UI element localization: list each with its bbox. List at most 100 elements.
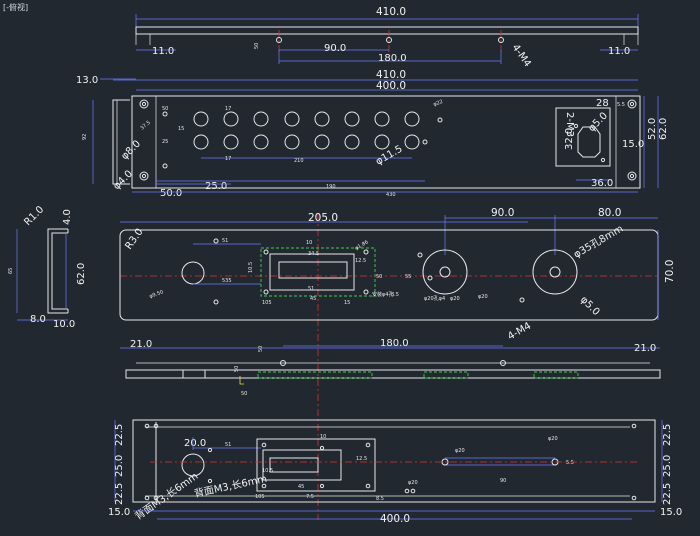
- dim-right-height-52: 52.0: [647, 118, 658, 140]
- side-profile-view: R1.0 4.0 62.0 65 8.0 10.0: [8, 204, 87, 330]
- dim-left-65: 65: [8, 268, 14, 274]
- dim-small-51b: 51: [308, 286, 314, 292]
- dim-small-190: 190: [326, 184, 336, 190]
- dim-offset-205: 205.0: [308, 212, 338, 224]
- bottom-panel-component-outline: [256, 438, 376, 492]
- top-strip-body: [135, 26, 639, 35]
- dim-small-535: 535: [222, 278, 232, 284]
- dim-spacing-25: 25.0: [205, 181, 227, 192]
- dim-window-bottom-36: 36.0: [591, 178, 613, 189]
- bottom-panel-view: 22.5 25.0 22.5 22.5 25.0 22.5 20.0 51 10…: [108, 419, 682, 525]
- dim-hole-dia-11-5: φ11.5: [374, 144, 405, 168]
- component-outline: [257, 371, 373, 379]
- bottom-panel-slot-hole: [441, 458, 449, 466]
- dim-overall-400: 400.0: [380, 513, 410, 525]
- dim-small-51: 51: [222, 238, 228, 244]
- top-strip-hole: [386, 37, 392, 43]
- dim-small-50a: 50: [258, 346, 264, 352]
- dim-hole-dia-5: φ5.0: [578, 294, 602, 318]
- dim-small-7-5: 7.5: [306, 494, 314, 500]
- dim-outer-410: 410.0: [376, 69, 406, 81]
- side-profile-outline: [47, 228, 68, 314]
- dim-small-8-5: 8.5: [376, 496, 384, 502]
- dim-height-62: 62.0: [76, 263, 87, 285]
- dim-height-70: 70.0: [664, 260, 676, 283]
- bottom-panel-display-window: [269, 457, 319, 473]
- dim-small-15: 15: [344, 300, 350, 306]
- thread-detail-note: 50: [241, 391, 247, 397]
- dim-small-10-5: 10.5: [248, 262, 254, 273]
- panel-b-knob-hole-1: [422, 249, 468, 295]
- dim-small-17: 17: [225, 106, 231, 112]
- dim-small-50: 50: [162, 106, 168, 112]
- dim-left-bot-22-5: 22.5: [114, 483, 125, 505]
- svg-text:17: 17: [225, 156, 231, 162]
- dim-width-10: 10.0: [53, 319, 75, 330]
- top-strip-hole: [276, 37, 282, 43]
- dim-corner-dia-4: φ4.0: [111, 168, 135, 192]
- front-panel-window-frame: [555, 107, 611, 167]
- panel-b-display-cutout: [269, 253, 355, 291]
- dim-small-12-5: 12.5: [355, 258, 366, 264]
- dim-window-dia-5: φ5.0: [586, 110, 610, 134]
- dim-top-4: 4.0: [62, 209, 73, 225]
- dim-small-25: 25: [162, 139, 168, 145]
- panel-b-left-hole: [181, 261, 205, 285]
- rear-strip-body: [125, 369, 661, 379]
- panel-b-view: 205.0 90.0 80.0 R3.0 φ9.50 51 535 10.5 3…: [119, 207, 676, 321]
- dim-edge-left-15: 15.0: [108, 507, 130, 518]
- front-panel-view: 13.0 410.0 400.0 92: [76, 69, 669, 199]
- dim-left-mid-25: 25.0: [114, 455, 125, 477]
- dim-right-80: 80.0: [598, 207, 621, 219]
- dim-small-51: 51: [225, 442, 231, 448]
- dim-small-phi20: φ20: [450, 296, 460, 302]
- panel-b-body: [119, 229, 659, 321]
- dim-small-210: 210: [294, 158, 304, 164]
- dim-right-top-22-5: 22.5: [662, 424, 673, 446]
- dim-hole-dia-8: φ8.0: [119, 138, 143, 162]
- rear-strip-hole: [280, 360, 286, 366]
- corner-hole: [139, 99, 149, 109]
- dim-right-bot-22-5: 22.5: [662, 483, 673, 505]
- dim-window-height-32: 32.0: [564, 128, 575, 150]
- dim-inner-400: 400.0: [376, 80, 406, 92]
- panel-b-display-window: [278, 261, 348, 279]
- dim-right-offset: 11.0: [608, 46, 630, 57]
- corner-hole: [627, 171, 637, 181]
- dim-small-10: 10: [320, 434, 326, 440]
- dim-small-12-5: 12.5: [356, 456, 367, 462]
- rear-strip-hole: [500, 360, 506, 366]
- dim-small-phi20b: φ20: [478, 294, 488, 300]
- dim-small-105: 105: [255, 494, 265, 500]
- dim-small-phi22: φ22: [433, 99, 444, 108]
- dim-small-55: 55: [405, 274, 411, 280]
- dim-pitch-90: 90.0: [491, 207, 514, 219]
- dim-right-21: 21.0: [634, 343, 656, 354]
- dim-side-depth: 13.0: [76, 75, 98, 86]
- bottom-panel-left-hole: [181, 453, 205, 477]
- dim-small-phi20-hole: φ20孔φ4: [424, 295, 445, 302]
- dim-left-top-22-5: 22.5: [114, 424, 125, 446]
- corner-hole: [139, 171, 149, 181]
- bottom-panel-body: [132, 419, 656, 503]
- dim-small-8-5: 8.5: [391, 292, 399, 298]
- dim-pitch-180: 180.0: [380, 338, 409, 349]
- dim-small-phi9-5: φ9.50: [149, 289, 165, 300]
- dim-small-5-5: 5.5: [617, 102, 625, 108]
- dim-left-margin-50: 50.0: [160, 188, 182, 199]
- dim-small-10-5: 10.5: [262, 468, 273, 474]
- dim-small-50: 50: [254, 43, 260, 49]
- top-strip-hole: [498, 37, 504, 43]
- dim-big-hole: φ35孔8mm: [572, 223, 626, 261]
- corner-hole: [627, 99, 637, 109]
- component-outline: [260, 247, 376, 297]
- dim-pitch-180: 180.0: [378, 53, 407, 64]
- top-strip-view: 410.0 11.0 11.0 90.0 180.0 4-M4 50: [135, 6, 639, 69]
- dim-small-45: 45: [310, 296, 316, 302]
- dim-small-105: 105: [262, 300, 272, 306]
- dim-small-phi20b: φ20: [455, 448, 465, 454]
- dim-small-50b: 50: [234, 366, 240, 372]
- panel-b-knob-hole-2: [532, 249, 578, 295]
- dim-pitch-90: 90.0: [324, 43, 346, 54]
